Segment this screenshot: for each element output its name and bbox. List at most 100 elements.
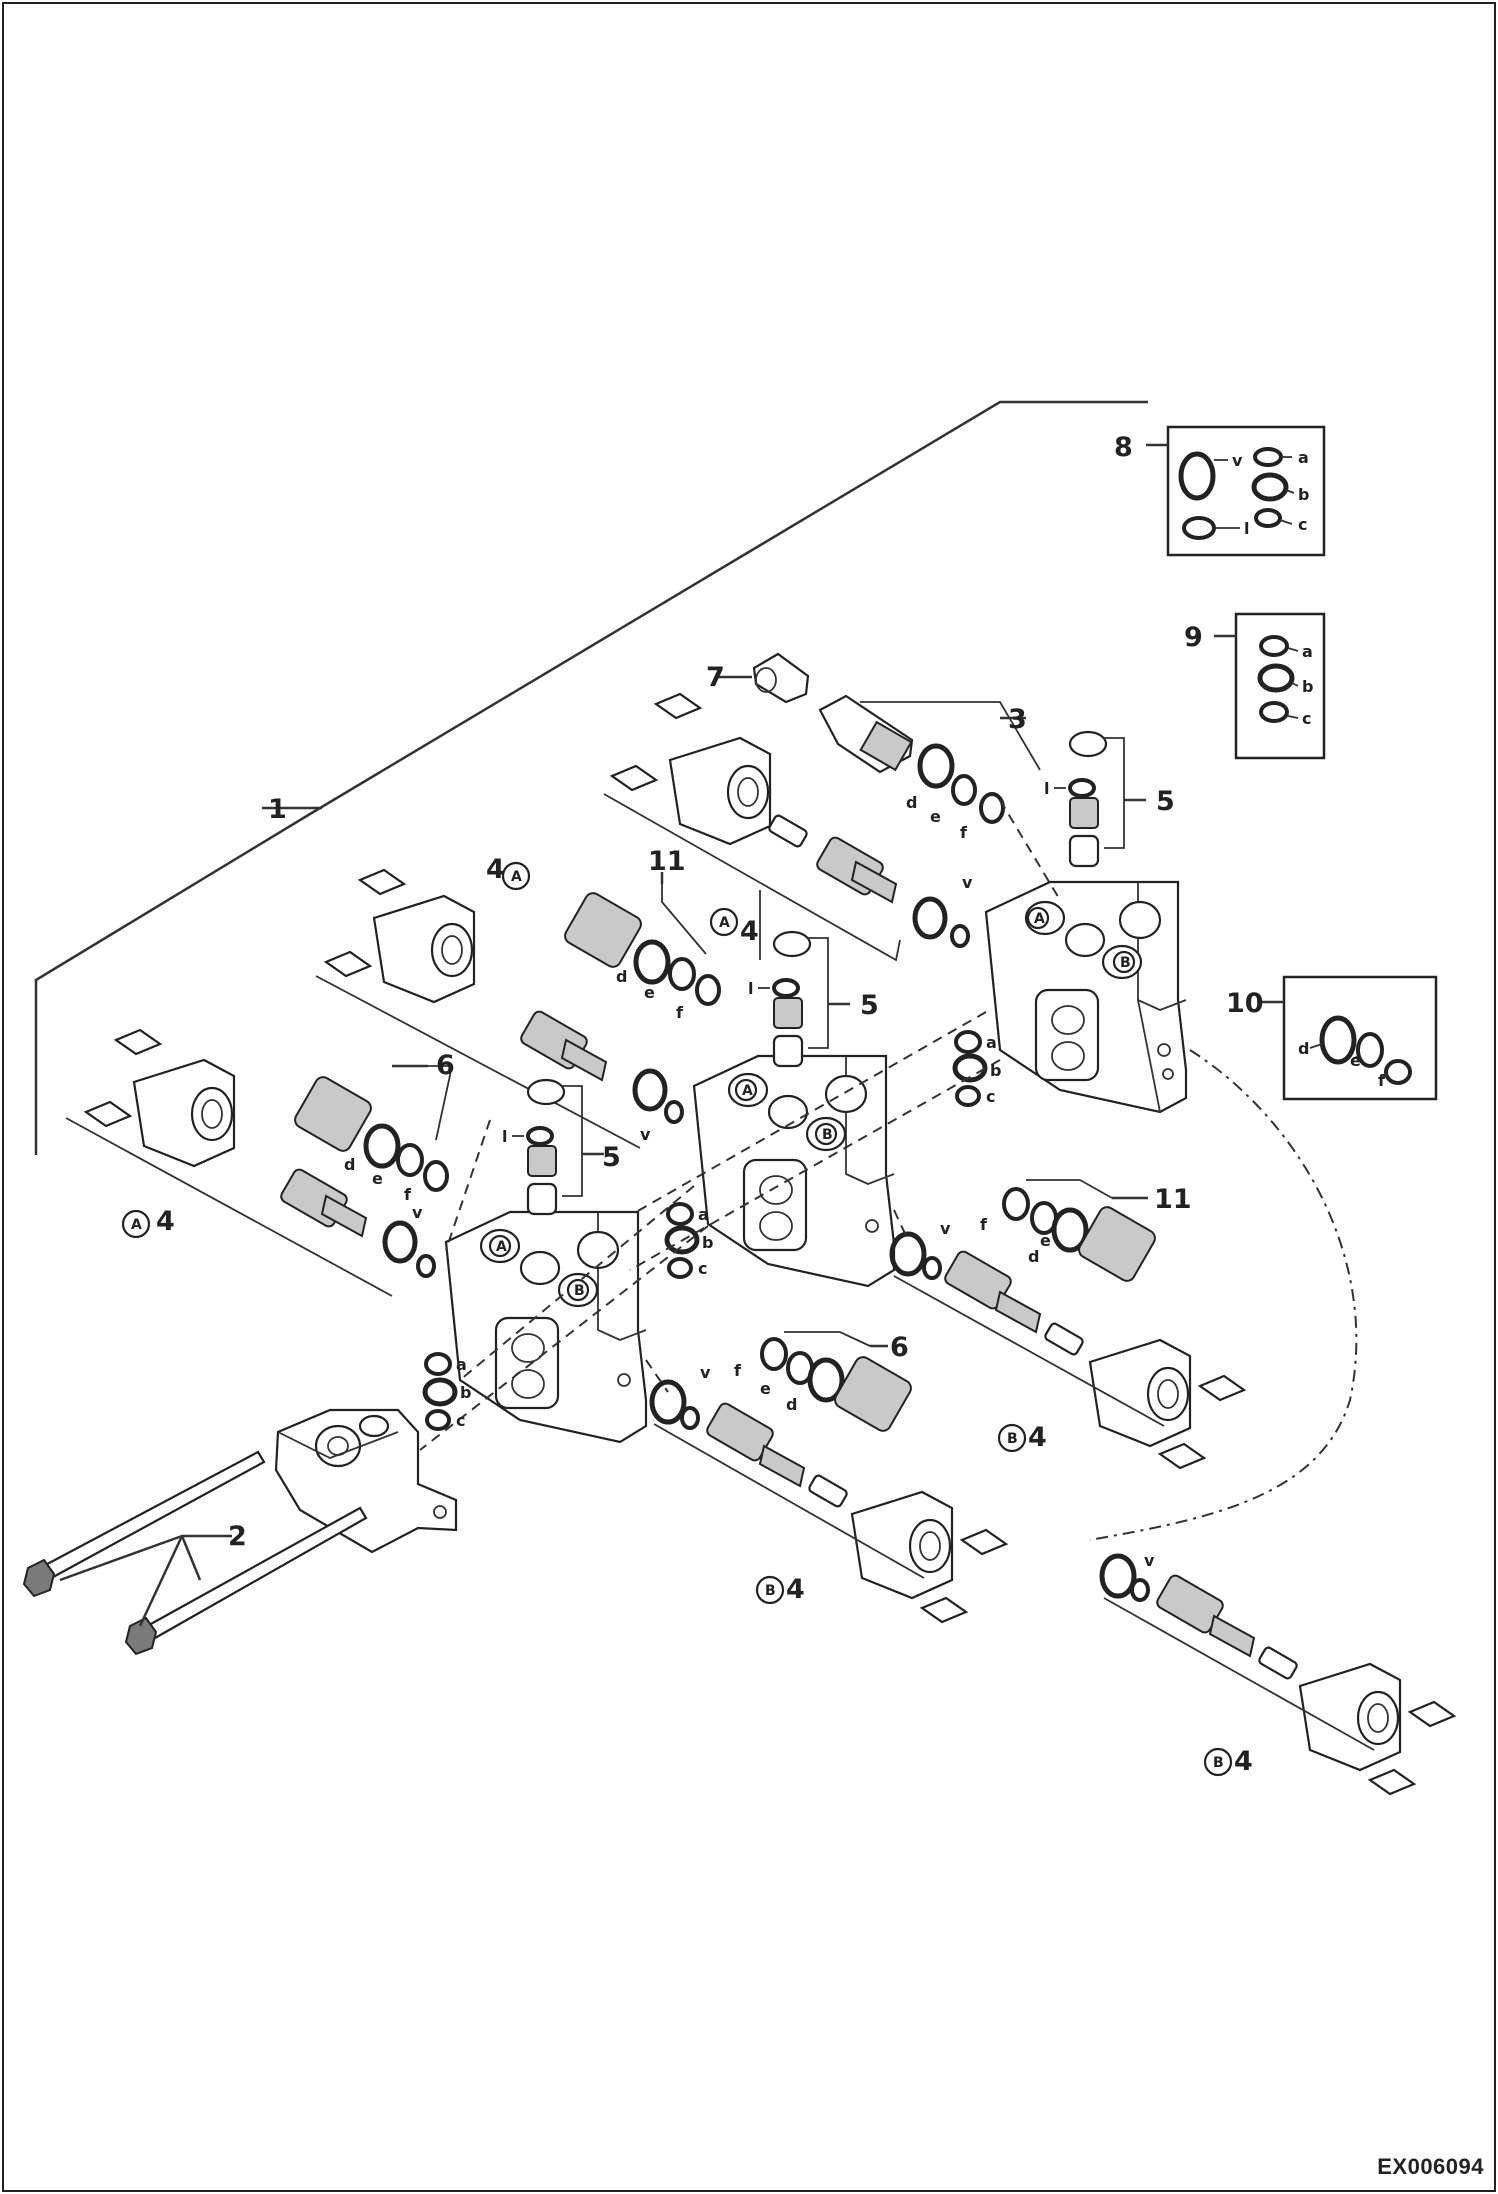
check-valve-5-upper xyxy=(1054,730,1146,868)
seal-letter-label: e xyxy=(644,983,655,1002)
callout-6-bottom: 6 xyxy=(890,1332,909,1363)
seal-kit-box-9 xyxy=(1214,612,1326,760)
relief-valve-3 xyxy=(818,694,1041,824)
check-valve-5-middle xyxy=(758,930,850,1068)
seal-letter-label: b xyxy=(990,1061,1001,1080)
seal-letter-label: v xyxy=(962,873,973,892)
seal-letter-label: v xyxy=(1232,451,1243,470)
seal-letter-label: d xyxy=(1028,1247,1039,1266)
seal-letter-label: c xyxy=(1298,515,1307,534)
spool-assembly-middle xyxy=(315,868,684,1149)
callout-5-lower: 5 xyxy=(602,1142,621,1173)
callout-4-bottom-b: 4 xyxy=(786,1574,805,1605)
seal-letter-label: v xyxy=(700,1363,711,1382)
callout-7: 7 xyxy=(706,662,725,693)
seal-letter-label: c xyxy=(986,1087,995,1106)
check-valve-5-lower xyxy=(512,1078,604,1216)
seal-letter-label: d xyxy=(344,1155,355,1174)
body-marker-b-upper: B xyxy=(1120,955,1131,971)
seal-letter-label: l xyxy=(748,979,753,998)
callout-4-left-a: 4 xyxy=(156,1206,175,1237)
seal-letter-label: v xyxy=(412,1203,423,1222)
tie-rod-bolts xyxy=(22,1450,368,1656)
seal-letter-label: a xyxy=(1302,642,1313,661)
seal-letter-label: c xyxy=(698,1259,707,1278)
seal-letter-label: f xyxy=(1378,1071,1386,1090)
callout-11-upper: 11 xyxy=(648,846,686,877)
seal-kit-box-8 xyxy=(1146,425,1326,557)
seal-letter-label: l xyxy=(1244,519,1249,538)
seal-letter-label: f xyxy=(980,1215,988,1234)
seal-letter-label: a xyxy=(1298,448,1309,467)
marker-b-2: B xyxy=(765,1583,776,1599)
seal-letter-label: f xyxy=(960,823,968,842)
seal-letter-label: v xyxy=(940,1219,951,1238)
body-marker-b-lower: B xyxy=(574,1283,585,1299)
callout-4-right-b: 4 xyxy=(1028,1422,1047,1453)
inlet-end-block xyxy=(274,1408,458,1554)
marker-b-3: B xyxy=(1213,1755,1224,1771)
callout-8: 8 xyxy=(1114,432,1133,463)
spool-assembly-upper xyxy=(603,692,970,962)
seal-letter-label: e xyxy=(1040,1231,1051,1250)
callout-11-right: 11 xyxy=(1154,1184,1192,1215)
callout-labels: 1 2 3 4 4 4 4 4 4 5 5 5 6 6 7 8 9 10 11 … xyxy=(156,432,1264,1777)
seal-letter-label: v xyxy=(1144,1551,1155,1570)
seal-letter-label: a xyxy=(986,1033,997,1052)
seal-letter-label: e xyxy=(760,1379,771,1398)
marker-a-1: A xyxy=(511,869,522,885)
seal-letter-label: e xyxy=(1350,1051,1361,1070)
view-markers: A A A B B B A B A B A B xyxy=(121,861,1233,1777)
callout-6-left: 6 xyxy=(436,1050,455,1081)
seal-letter-label: b xyxy=(460,1383,471,1402)
marker-a-2: A xyxy=(719,915,730,931)
marker-b-1: B xyxy=(1007,1431,1018,1447)
drawing-number: EX006094 xyxy=(1377,2154,1484,2179)
seal-letter-label: e xyxy=(930,807,941,826)
callout-4-far-right-b: 4 xyxy=(1234,1746,1253,1777)
seal-letter-label: e xyxy=(372,1169,383,1188)
callout-2: 2 xyxy=(228,1521,247,1552)
cap-7 xyxy=(718,652,810,704)
seal-letter-label: a xyxy=(456,1355,467,1374)
seal-letter-label: d xyxy=(786,1395,797,1414)
assembly-leader-1 xyxy=(34,400,1148,1155)
seal-letter-label: c xyxy=(1302,709,1311,728)
seal-letter-label: l xyxy=(1044,779,1049,798)
seal-letter-label: b xyxy=(1298,485,1309,504)
seal-letter-label: f xyxy=(676,1003,684,1022)
spool-assembly-right-b xyxy=(889,1231,1247,1470)
valve-section-body-middle xyxy=(692,1054,896,1288)
callout-5-upper: 5 xyxy=(1156,786,1175,817)
seal-letter-label: l xyxy=(502,1127,507,1146)
seal-letter-label: d xyxy=(1298,1039,1309,1058)
seal-kit-box-10 xyxy=(1262,975,1438,1101)
callout-4-upper: 4 xyxy=(486,854,505,885)
cartridge-6-bottom xyxy=(760,1331,912,1432)
marker-a-3: A xyxy=(131,1217,142,1233)
seal-rings-abc xyxy=(422,1030,988,1431)
spool-assembly-lower-left xyxy=(65,1028,436,1297)
callout-10: 10 xyxy=(1226,988,1264,1019)
callout-9: 9 xyxy=(1184,622,1203,653)
cartridge-6-left xyxy=(294,1064,454,1192)
body-marker-a-lower: A xyxy=(496,1239,507,1255)
cartridge-11-upper xyxy=(564,872,721,1006)
body-marker-a-upper: A xyxy=(1034,911,1045,927)
callout-3: 3 xyxy=(1008,704,1027,735)
seal-letter-label: d xyxy=(906,793,917,812)
seal-letter-label: v xyxy=(640,1125,651,1144)
seal-letter-label: b xyxy=(702,1233,713,1252)
body-marker-a-middle: A xyxy=(742,1083,753,1099)
cartridge-11-right xyxy=(1002,1179,1156,1282)
valve-section-body-upper xyxy=(984,880,1188,1114)
body-marker-b-middle: B xyxy=(822,1127,833,1143)
seal-letter-label: a xyxy=(698,1205,709,1224)
seal-letter-label: b xyxy=(1302,677,1313,696)
callout-1: 1 xyxy=(268,794,287,825)
seal-letter-label: f xyxy=(404,1185,412,1204)
seal-letter-label: c xyxy=(456,1411,465,1430)
spool-assembly-far-right-b xyxy=(1099,1553,1457,1796)
